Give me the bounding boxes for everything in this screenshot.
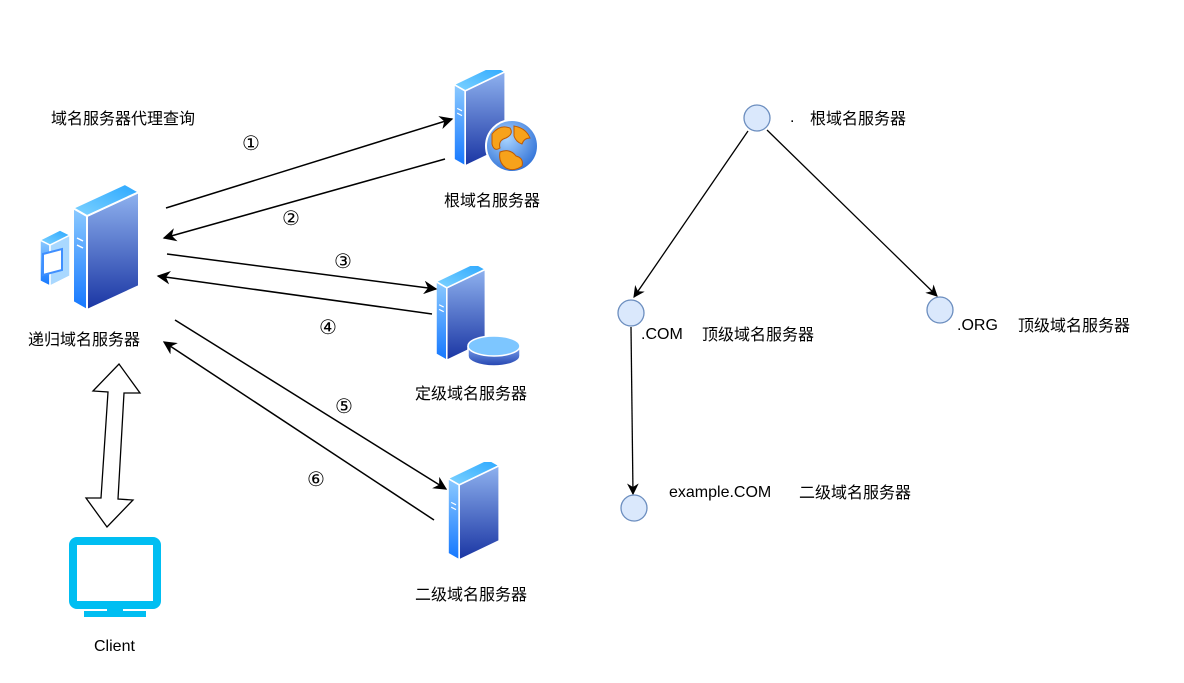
client-label: Client [94,638,135,655]
recursive-server-icon [38,182,142,312]
edge-root-org [766,129,938,297]
tree-node-root [743,104,771,132]
tld-server-icon [436,266,521,367]
database-disk-icon [467,335,521,367]
root-node-label: 根域名服务器 [810,109,907,128]
tree-node-example [620,494,648,522]
client-monitor-icon [69,537,161,617]
root-server-icon [454,70,539,173]
root-server-label: 根域名服务器 [444,191,541,210]
step-2-arrow [162,158,446,242]
client-server-double-arrow [84,362,142,529]
edge-com-example [627,326,639,496]
recursive-server-label: 递归域名服务器 [28,330,141,349]
example-node-name: example.COM [669,484,772,501]
second-level-server-icon [448,462,501,561]
step-1-number: ① [242,131,260,155]
tree-node-org [926,296,954,324]
example-node-label: 二级域名服务器 [799,483,912,502]
root-node-name: . [790,109,795,126]
globe-icon [485,119,539,173]
diagram-title: 域名服务器代理查询 [51,109,196,128]
step-3-arrow [166,253,438,295]
edge-root-com [633,130,749,298]
step-6-number: ⑥ [307,467,325,491]
tld-server-label: 定级域名服务器 [415,384,528,403]
step-2-number: ② [282,206,300,230]
step-5-arrow [174,319,448,490]
step-5-number: ⑤ [335,394,353,418]
step-4-arrow [156,270,433,315]
com-node-name: .COM [641,326,683,343]
org-node-name: .ORG [957,317,998,334]
step-4-number: ④ [319,315,337,339]
step-1-arrow [165,116,454,209]
step-3-number: ③ [334,249,352,273]
second-level-server-label: 二级域名服务器 [415,585,528,604]
tree-node-com [617,299,645,327]
org-node-label: 顶级域名服务器 [1018,316,1131,335]
com-node-label: 顶级域名服务器 [702,325,815,344]
step-6-arrow [162,341,435,521]
